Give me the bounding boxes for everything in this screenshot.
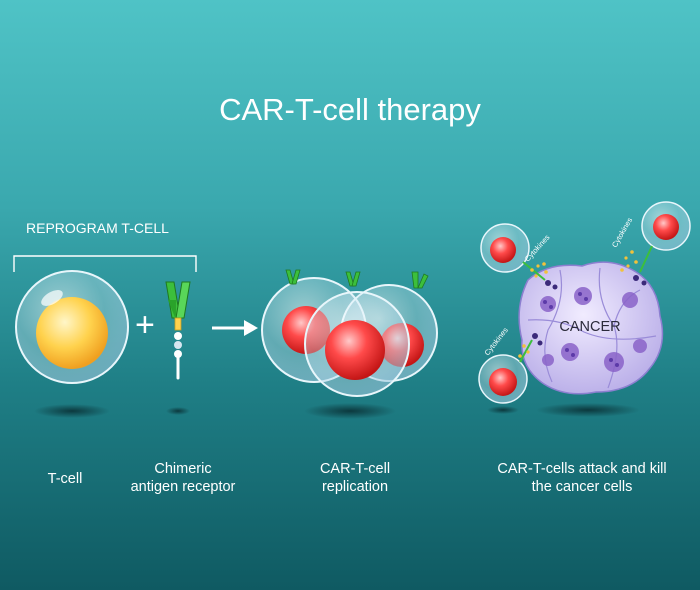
caption-car-line-1: Chimeric [154,461,212,477]
caption-chimeric-antigen-receptor: Chimeric antigen receptor [118,460,248,496]
diagram-title: CAR-T-cell therapy [219,92,481,127]
reprogram-bracket [13,255,197,272]
caption-replication: CAR-T-cell replication [290,460,420,496]
chimeric-antigen-receptor-icon [165,281,191,415]
caption-t-cell-text: T-cell [47,471,83,487]
cytokines-label-2: Cytokines [610,216,634,249]
caption-car-line-2: antigen receptor [130,479,236,495]
cytokine-dots [518,250,638,358]
plus-sign: + [135,306,155,344]
t-cell [15,270,129,418]
caption-replication-line-1: CAR-T-cell [319,461,391,477]
reprogram-t-cell-label: REPROGRAM T-CELL [26,220,169,236]
cancer-label: CANCER [559,319,620,335]
caption-attack-line-1: CAR-T-cells attack and kill [497,461,667,477]
caption-t-cell: T-cell [20,470,110,488]
caption-attack: CAR-T-cells attack and kill the cancer c… [482,460,682,496]
caption-attack-line-2: the cancer cells [531,479,633,495]
cytokines-label-3: Cytokines [482,326,510,358]
caption-replication-line-2: replication [321,479,389,495]
arrow-right-icon [212,320,258,336]
attacking-car-t-cell-bottom-left [478,339,533,414]
attacking-car-t-cell-top-left [480,223,546,281]
attacking-car-t-cell-top-right [639,201,691,273]
car-t-cell-replication [261,269,438,419]
cancer-cell-cluster: Cytokines Cytokines Cytokines CANCER [478,201,691,417]
